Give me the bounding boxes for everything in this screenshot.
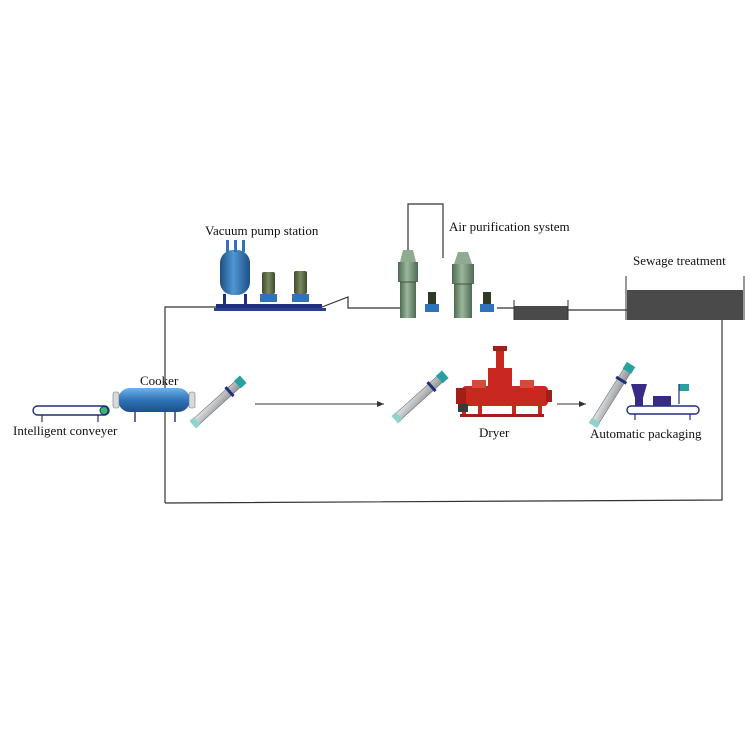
settling-tank <box>513 300 569 320</box>
cooker-vessel <box>112 388 196 422</box>
screw-conveyor-3 <box>588 361 636 429</box>
tower-1-pump <box>428 292 436 304</box>
tower-loop-pipe <box>407 203 444 258</box>
dryer-unit <box>456 346 552 417</box>
pump-station-base <box>216 304 322 308</box>
vacuum-tank <box>220 250 250 295</box>
screw-conveyor-2 <box>391 370 449 424</box>
label-dryer: Dryer <box>479 425 510 440</box>
vacuum-to-air-pipe <box>321 296 400 309</box>
purification-tower-2 <box>452 252 474 318</box>
label-air-purification-system: Air purification system <box>449 219 570 234</box>
purification-tower-1 <box>398 250 418 318</box>
automatic-packaging-machine <box>626 384 700 420</box>
vacuum-pump-2 <box>294 271 307 294</box>
label-vacuum-pump-station: Vacuum pump station <box>205 223 319 238</box>
label-sewage-treatment: Sewage treatment <box>633 253 726 268</box>
air-purification-system <box>398 250 494 318</box>
label-cooker: Cooker <box>140 373 179 388</box>
intelligent-conveyer <box>32 405 110 422</box>
sewage-treatment-tank <box>625 276 745 320</box>
screw-conveyor-1 <box>189 375 247 429</box>
vacuum-pump-1 <box>262 272 275 294</box>
pipe-network <box>164 203 723 504</box>
bottom-return-pipe <box>164 320 723 504</box>
tower-2-pump <box>483 292 491 304</box>
label-automatic-packaging: Automatic packaging <box>590 426 702 441</box>
label-intelligent-conveyer: Intelligent conveyer <box>13 423 118 438</box>
vacuum-pump-station <box>214 240 326 311</box>
